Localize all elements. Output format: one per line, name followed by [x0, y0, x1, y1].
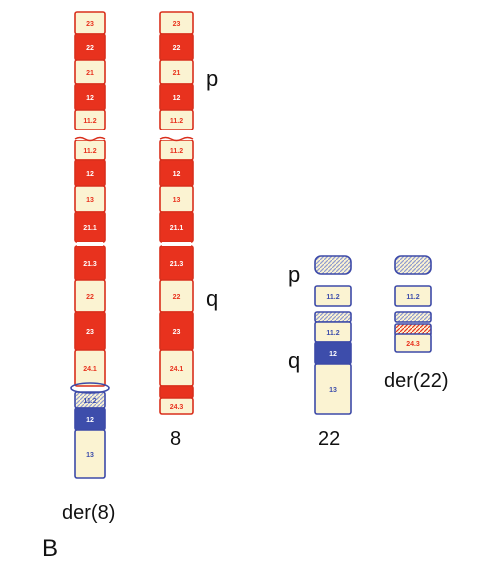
band-label: 23: [86, 329, 94, 336]
centromere: [159, 130, 194, 140]
band-label: 12: [86, 171, 94, 178]
band-label: 13: [173, 197, 181, 204]
band-label: 24.3: [170, 404, 184, 411]
chromosome-8: 23 22 21 12 11.2 11.2 12 13 21.1 21.3 22 23 24.1 24.3: [159, 11, 194, 415]
band-label: 21: [86, 70, 94, 77]
band-label: 11.2: [170, 118, 183, 125]
band-label: 11.2: [83, 118, 96, 125]
chromosome-name-der22: der(22): [384, 370, 449, 392]
band-gap: [162, 242, 191, 246]
band-label: 21.3: [170, 261, 184, 268]
chr22-p-arm-label: p: [288, 262, 301, 287]
band-label: 12: [173, 95, 181, 102]
chromosome-name-8: 8: [170, 428, 182, 450]
band-label: 24.1: [170, 366, 184, 373]
chr8-q-arm-label: q: [206, 286, 219, 311]
band-segment: [159, 385, 194, 399]
chromosome-der22: 11.2 24.3: [394, 255, 432, 353]
band-label: 21.1: [83, 225, 97, 232]
band-label: 22: [173, 45, 181, 52]
band-label: 24.1: [83, 366, 97, 373]
band-gap: [77, 242, 103, 246]
band-segment: [314, 255, 352, 275]
band-label: 22: [173, 294, 181, 301]
panel-label: B: [42, 535, 59, 562]
centromere: [74, 130, 106, 140]
band-label: 24.3: [406, 341, 420, 348]
chromosome-name-der8: der(8): [62, 502, 116, 524]
band-segment: [394, 311, 432, 323]
centromere-edge: [159, 136, 194, 142]
band-segment: [394, 255, 432, 275]
band-label: 11.2: [83, 148, 96, 155]
band-label: 13: [86, 452, 94, 459]
band-label: 12: [329, 351, 337, 358]
band-label: 21.3: [83, 261, 97, 268]
chr8-p-arm-label: p: [206, 66, 219, 91]
band-label: 22: [86, 294, 94, 301]
band-label: 12: [86, 417, 94, 424]
band-label: 13: [329, 387, 337, 394]
centromere-edge: [74, 136, 106, 142]
band-label: 11.2: [326, 294, 339, 301]
band-label: 23: [86, 21, 94, 28]
band-label: 11.2: [326, 330, 339, 337]
chromosome-name-22: 22: [318, 428, 341, 450]
band-segment: [74, 349, 106, 387]
chromosome-der8: 23 22 21 12 11.2 11.2 12 13 21.1 21.3 22 23 24.1 11.2…: [70, 11, 110, 479]
band-label: 11.2: [83, 398, 96, 405]
chr22-q-arm-label: q: [288, 348, 301, 373]
band-segment: [74, 429, 106, 479]
band-label: 11.2: [170, 148, 183, 155]
band-segment: [314, 311, 352, 323]
band-segment: [394, 285, 432, 307]
band-label: 23: [173, 21, 181, 28]
band-label: 22: [86, 45, 94, 52]
band-label: 12: [86, 95, 94, 102]
translocation-junction: [70, 382, 110, 394]
band-label: 12: [173, 171, 181, 178]
band-label: 23: [173, 329, 181, 336]
band-segment: [394, 333, 432, 353]
band-label: 13: [86, 197, 94, 204]
band-segment: [159, 397, 194, 415]
band-label: 21.1: [170, 225, 184, 232]
band-segment: [314, 285, 352, 307]
band-label: 21: [173, 70, 181, 77]
band-segment: [314, 363, 352, 415]
band-label: 11.2: [406, 294, 419, 301]
chromosome-22: 11.2 11.2 12 13: [314, 255, 352, 415]
